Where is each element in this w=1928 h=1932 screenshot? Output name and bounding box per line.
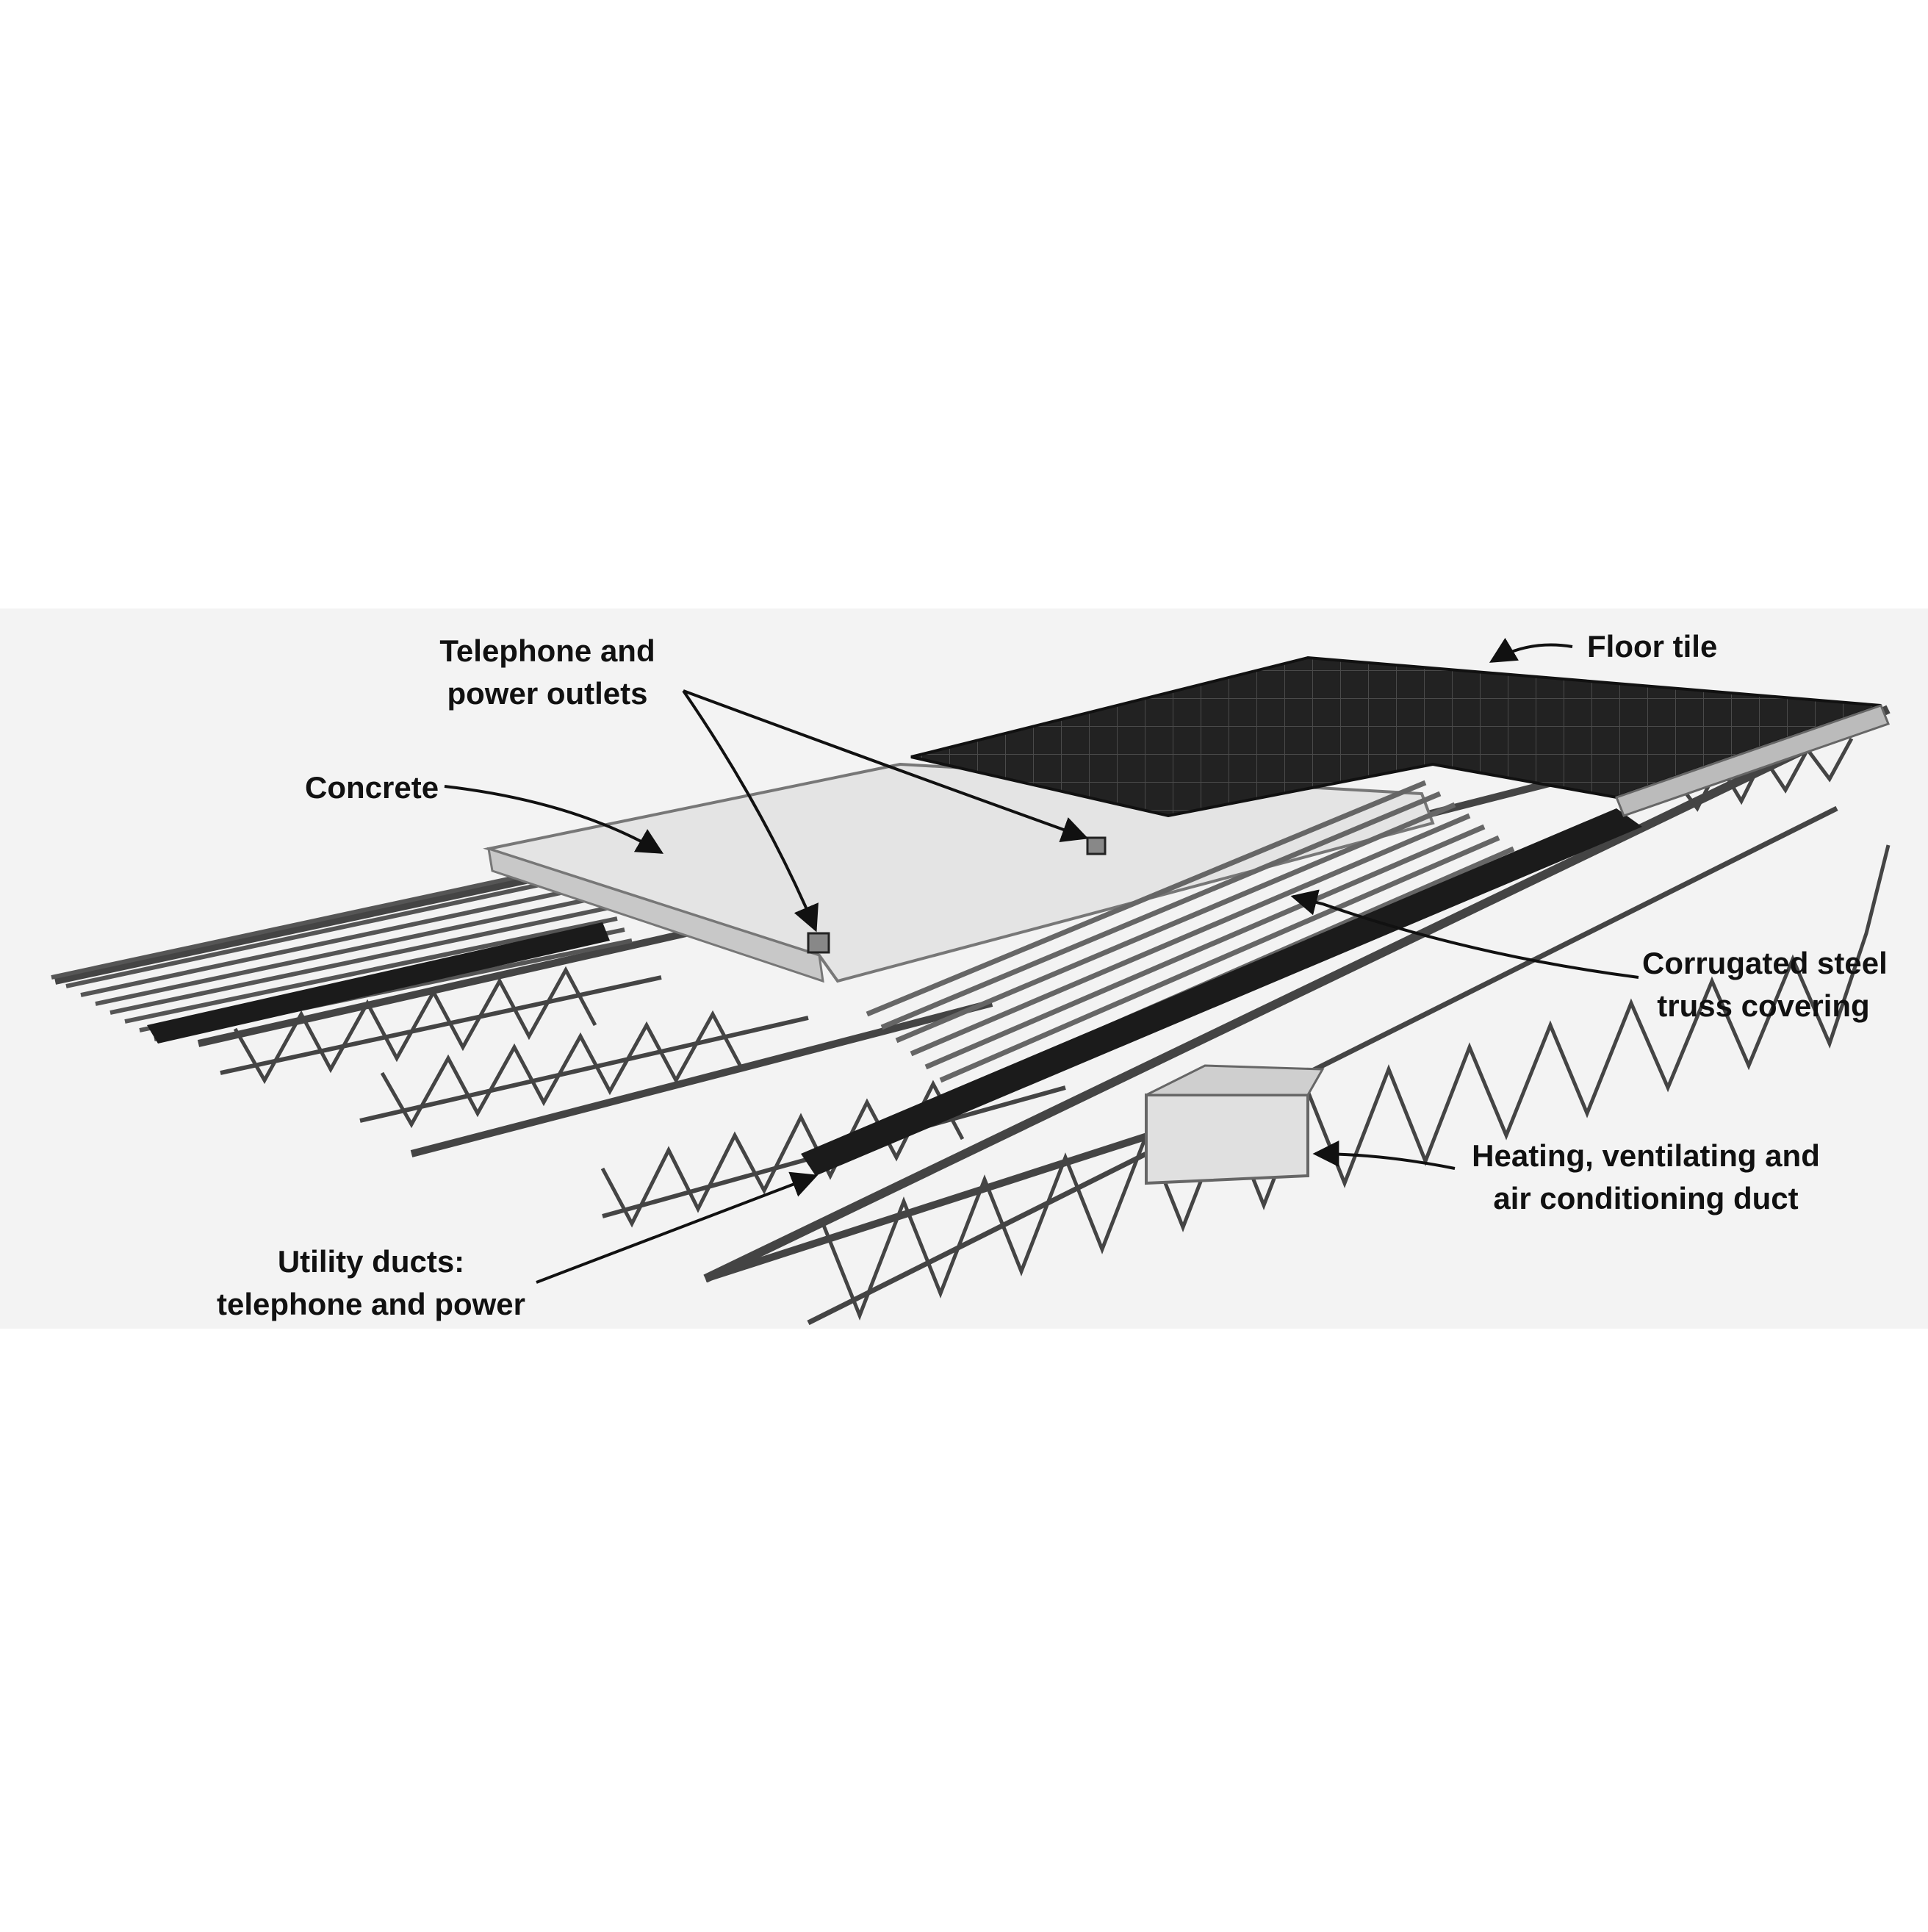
label-utility-line2: telephone and power <box>216 1287 526 1321</box>
label-hvac-line1: Heating, ventilating and <box>1472 1138 1820 1173</box>
label-telephone-line1: Telephone and <box>439 633 655 668</box>
leader-lines <box>444 637 1639 1284</box>
label-floor-tile: Floor tile <box>1587 629 1718 664</box>
label-corrugated-line1: Corrugated steel <box>1642 946 1888 980</box>
label-concrete: Concrete <box>305 770 439 805</box>
label-corrugated-line2: truss covering <box>1657 988 1870 1023</box>
label-utility-ducts: Utility ducts: telephone and power <box>206 1240 536 1326</box>
utility-duct-left <box>147 922 610 1044</box>
label-corrugated-steel: Corrugated steel truss covering <box>1642 942 1888 1027</box>
concrete-slab-edge <box>487 847 824 983</box>
label-telephone-line2: power outlets <box>447 676 648 711</box>
outlet-far <box>1086 836 1107 855</box>
label-telephone-power-outlets: Telephone and power outlets <box>430 630 665 715</box>
label-hvac-duct: Heating, ventilating and air conditionin… <box>1458 1135 1833 1220</box>
steel-trusses <box>54 705 1891 1326</box>
label-hvac-line2: air conditioning duct <box>1493 1181 1799 1215</box>
floor-tile-edge <box>1615 704 1890 817</box>
utility-duct-center <box>801 808 1642 1176</box>
outlet-near <box>807 932 830 954</box>
hvac-duct <box>1145 1094 1309 1185</box>
label-utility-line1: Utility ducts: <box>277 1244 465 1279</box>
